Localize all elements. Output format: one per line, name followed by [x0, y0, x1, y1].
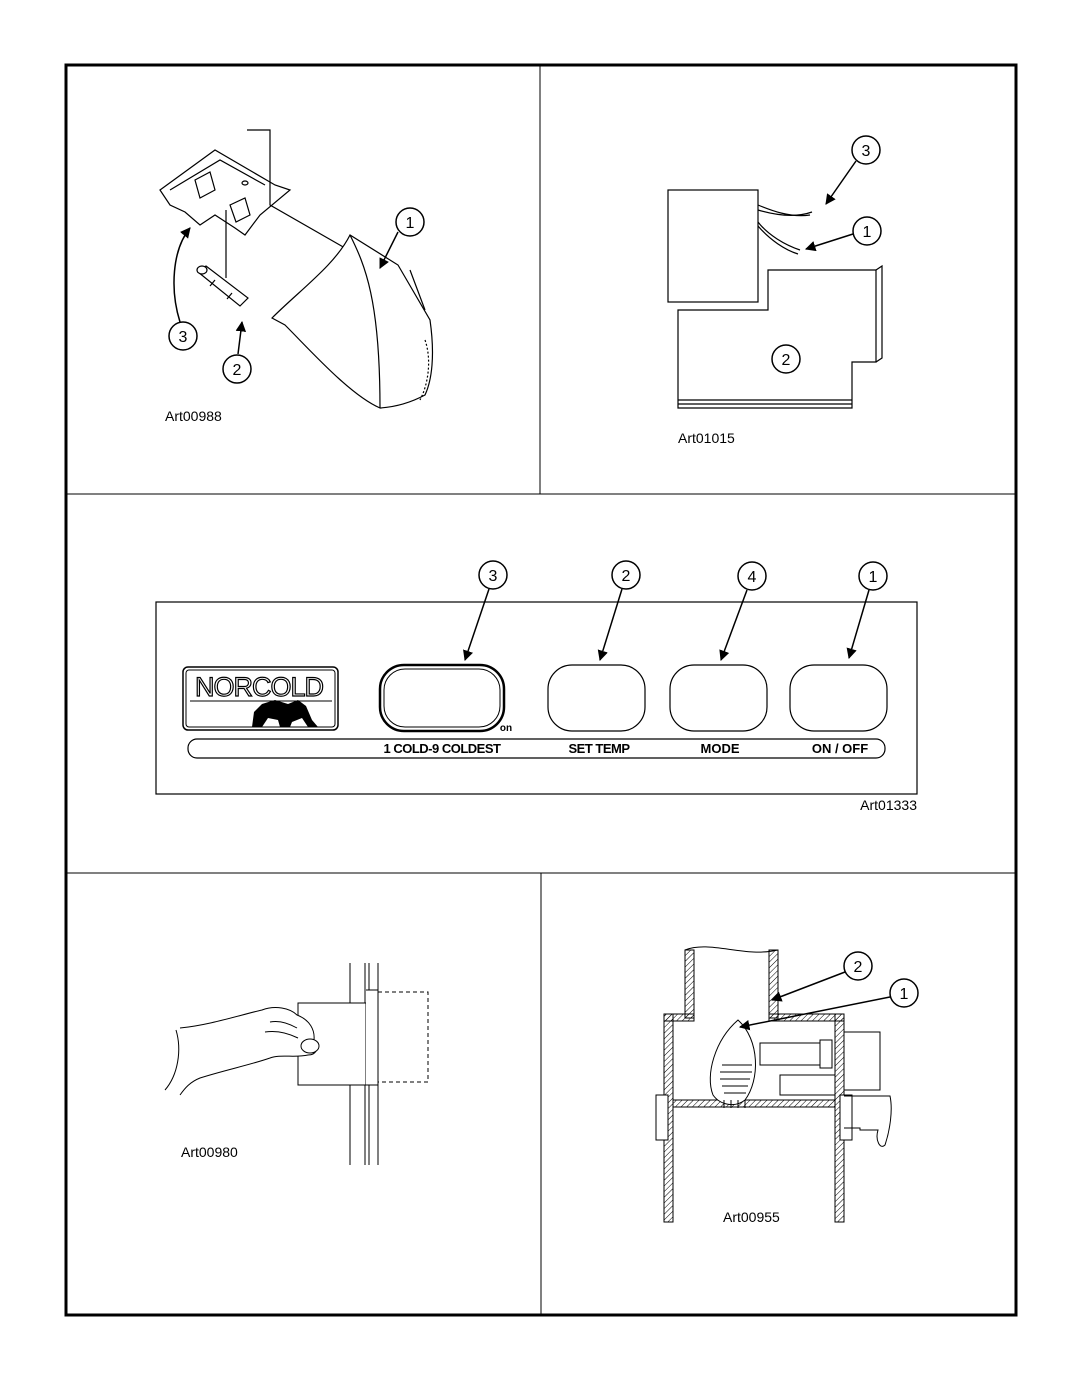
callout-arrow	[825, 160, 857, 205]
set-temp-button[interactable]	[547, 664, 646, 732]
callout-arrow	[235, 320, 247, 355]
callout-circle	[395, 207, 425, 237]
callout-number: 4	[748, 569, 757, 586]
callout-circle	[168, 321, 198, 351]
bottom-right-callouts	[738, 951, 919, 1031]
callout-circle	[852, 216, 882, 246]
button-label-mode: MODE	[701, 741, 740, 756]
art-label: Art01333	[860, 797, 917, 813]
callout-arrow	[719, 589, 748, 661]
callout-arrow	[846, 589, 870, 660]
callout-arrow	[771, 971, 846, 1002]
burner-illustration	[655, 946, 892, 1223]
callout-number: 2	[622, 568, 631, 585]
on-off-button[interactable]	[789, 664, 888, 732]
button-label-bar	[187, 738, 886, 759]
polar-bear-icon	[252, 700, 318, 727]
mode-button[interactable]	[669, 664, 768, 732]
callout-arrow	[463, 588, 490, 661]
callout-number: 2	[782, 352, 791, 369]
top-left-callouts	[168, 207, 425, 384]
callout-number: 1	[900, 986, 909, 1003]
fuse-holder-illustration	[159, 129, 434, 409]
art-label: Art00988	[165, 408, 222, 424]
callout-number: 1	[863, 224, 872, 241]
top-right-callouts	[771, 135, 882, 374]
callout-number: 1	[406, 215, 415, 232]
button-label-temp: 1 COLD-9 COLDEST	[384, 741, 502, 756]
callout-circle	[611, 560, 641, 590]
callout-number: 3	[179, 329, 188, 346]
callout-circle	[843, 951, 873, 981]
callout-circle	[737, 561, 767, 591]
button-label-on-off: ON / OFF	[812, 741, 868, 756]
middle-callouts	[463, 560, 888, 662]
hand-press-illustration	[164, 963, 429, 1165]
callout-arrow	[379, 231, 399, 269]
control-box-illustration	[667, 189, 883, 409]
on-indicator: on	[500, 723, 512, 734]
callout-arrow	[173, 227, 191, 323]
art-label: Art00955	[723, 1209, 780, 1225]
callout-number: 3	[862, 143, 871, 160]
callout-number: 2	[233, 362, 242, 379]
callout-number: 1	[869, 569, 878, 586]
callout-arrow	[597, 588, 623, 662]
callout-number: 2	[854, 959, 863, 976]
callout-arrow	[738, 996, 891, 1031]
logo-text: NORCOLD	[195, 672, 324, 702]
art-label: Art00980	[181, 1144, 238, 1160]
callout-circle	[858, 561, 888, 591]
callout-circle	[889, 978, 919, 1008]
callout-number: 3	[489, 568, 498, 585]
art-label: Art01015	[678, 430, 735, 446]
callout-arrow	[804, 233, 854, 252]
temp-button[interactable]	[378, 663, 506, 733]
button-label-set-temp: SET TEMP	[568, 741, 630, 756]
callout-circle	[851, 135, 881, 165]
callout-circle	[771, 344, 801, 374]
norcold-logo: NORCOLD	[182, 666, 339, 731]
callout-circle	[478, 560, 508, 590]
callout-circle	[222, 354, 252, 384]
